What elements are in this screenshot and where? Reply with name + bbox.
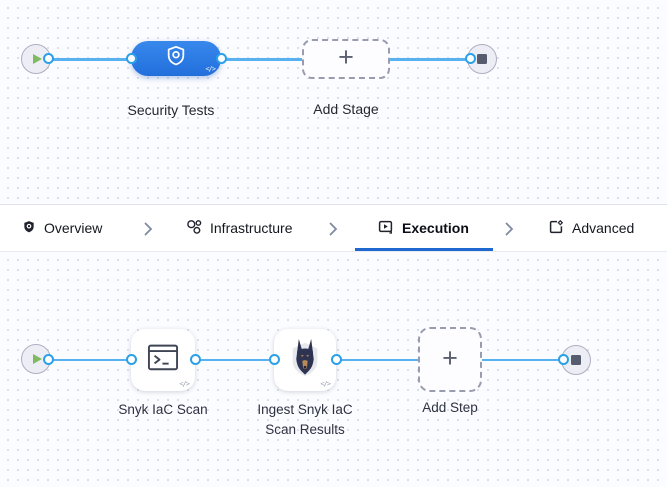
step-label: Ingest Snyk IaC Scan Results: [257, 402, 353, 438]
start-node-port[interactable]: [43, 53, 54, 64]
infrastructure-icon: [186, 219, 202, 238]
step-node-snyk-iac-scan[interactable]: </>: [131, 329, 195, 391]
step-node-ingest-snyk-results[interactable]: </>: [274, 329, 336, 391]
stage-config-tab-bar: Overview Infrastructure Exec: [0, 204, 667, 252]
tab-label: Infrastructure: [210, 220, 293, 236]
add-step-button[interactable]: +: [418, 327, 482, 392]
add-step-label: Add Step: [422, 400, 478, 415]
chevron-right-icon: [144, 222, 153, 241]
stage-node-security-tests[interactable]: </>: [131, 41, 221, 76]
tab-advanced[interactable]: Advanced: [548, 205, 634, 251]
stage-canvas: </> Security Tests + Add Stage: [0, 0, 667, 204]
tab-label: Overview: [44, 220, 103, 236]
chevron-right-icon: [505, 222, 514, 241]
code-badge-icon: </>: [179, 380, 190, 388]
play-icon: [33, 54, 42, 64]
add-stage-label: Add Stage: [313, 101, 379, 117]
advanced-settings-icon: [548, 219, 564, 238]
tab-label: Advanced: [572, 220, 635, 236]
step-left-port[interactable]: [268, 354, 280, 365]
add-stage-button[interactable]: +: [302, 39, 390, 79]
play-icon: [33, 354, 42, 364]
step-right-port[interactable]: [189, 354, 201, 365]
end-node-port[interactable]: [557, 354, 569, 365]
stop-icon: [571, 355, 581, 365]
tab-label: Execution: [402, 220, 469, 236]
tab-infrastructure[interactable]: Infrastructure: [186, 205, 292, 251]
step-right-port[interactable]: [330, 354, 342, 365]
stage-label: Security Tests: [127, 102, 215, 118]
plus-icon: +: [442, 342, 458, 373]
code-badge-icon: </>: [205, 65, 216, 73]
active-tab-underline: [355, 248, 493, 251]
end-node-port[interactable]: [464, 53, 476, 64]
security-shield-icon: [165, 45, 187, 72]
shield-icon: [22, 220, 36, 237]
plus-icon: +: [338, 42, 354, 72]
stop-icon: [477, 54, 487, 64]
chevron-right-icon: [329, 222, 338, 241]
step-left-port[interactable]: [125, 354, 137, 365]
start-node-port[interactable]: [43, 354, 54, 365]
execution-play-icon: [378, 219, 394, 238]
stage-edge-line: [44, 58, 471, 61]
code-badge-icon: </>: [320, 380, 331, 388]
snyk-doberman-icon: [286, 338, 324, 383]
stage-left-port[interactable]: [125, 53, 137, 64]
tab-overview[interactable]: Overview: [22, 205, 102, 251]
terminal-icon: [145, 342, 181, 379]
stage-right-port[interactable]: [215, 53, 227, 64]
tab-execution[interactable]: Execution: [378, 205, 469, 251]
step-label: Snyk IaC Scan: [118, 402, 208, 417]
execution-step-canvas: </> Snyk IaC Scan </> Ingest Snyk IaC Sc…: [0, 252, 667, 487]
